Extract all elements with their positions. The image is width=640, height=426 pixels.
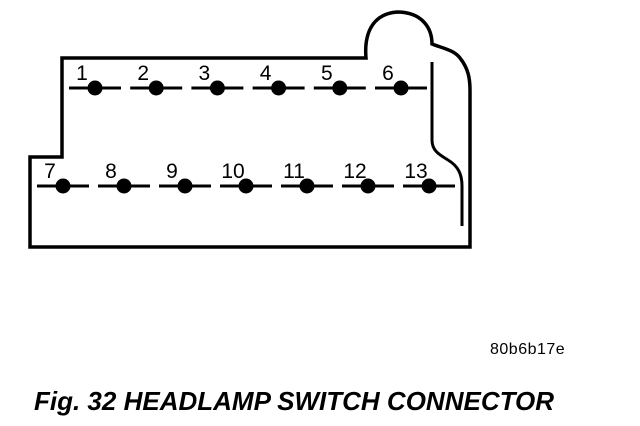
connector-housing-outline [28, 10, 472, 249]
connector-pin: 5 [313, 62, 366, 96]
pin-dot [393, 80, 409, 96]
pin-number: 11 [283, 160, 305, 183]
pin-number: 9 [166, 160, 178, 183]
connector-pin: 11 [281, 160, 333, 194]
connector-pin: 2 [130, 62, 183, 96]
connector-pin: 4 [252, 62, 305, 96]
pin-row-top: 1 2 3 4 5 6 [69, 62, 427, 96]
connector-pin: 12 [342, 160, 394, 194]
figure-code: 80b6b17e [490, 341, 566, 358]
pin-dot [421, 178, 437, 194]
pin-dot [87, 80, 103, 96]
connector-pin: 10 [220, 160, 272, 194]
pin-number: 5 [321, 62, 333, 85]
pin-number: 8 [105, 160, 117, 183]
connector-pin: 9 [159, 160, 211, 194]
pin-dot [271, 80, 287, 96]
connector-pin: 7 [37, 160, 89, 194]
figure-caption: Fig. 32 HEADLAMP SWITCH CONNECTOR [34, 386, 555, 416]
pin-dot [177, 178, 193, 194]
pin-number: 7 [44, 160, 56, 183]
pin-number: 10 [221, 160, 244, 183]
connector-pin: 6 [375, 62, 427, 96]
pin-dot [360, 178, 376, 194]
pin-dot [299, 178, 315, 194]
pin-number: 6 [382, 62, 394, 85]
pin-number: 12 [343, 160, 366, 183]
connector-pin: 13 [403, 160, 455, 194]
connector-pin: 1 [69, 62, 121, 96]
pin-dot [238, 178, 254, 194]
connector-pin: 8 [98, 160, 150, 194]
pin-dot [332, 80, 348, 96]
pin-number: 3 [199, 62, 211, 85]
connector-pin: 3 [191, 62, 244, 96]
pin-dot [116, 178, 132, 194]
pin-dot [55, 178, 71, 194]
pin-row-bottom: 7 8 9 10 11 12 13 [37, 160, 455, 194]
pin-number: 2 [137, 62, 149, 85]
pin-number: 1 [76, 62, 88, 85]
pin-dot [209, 80, 225, 96]
pin-number: 4 [260, 62, 272, 85]
connector-latch-line [430, 62, 464, 226]
pin-number: 13 [404, 160, 427, 183]
pin-dot [148, 80, 164, 96]
